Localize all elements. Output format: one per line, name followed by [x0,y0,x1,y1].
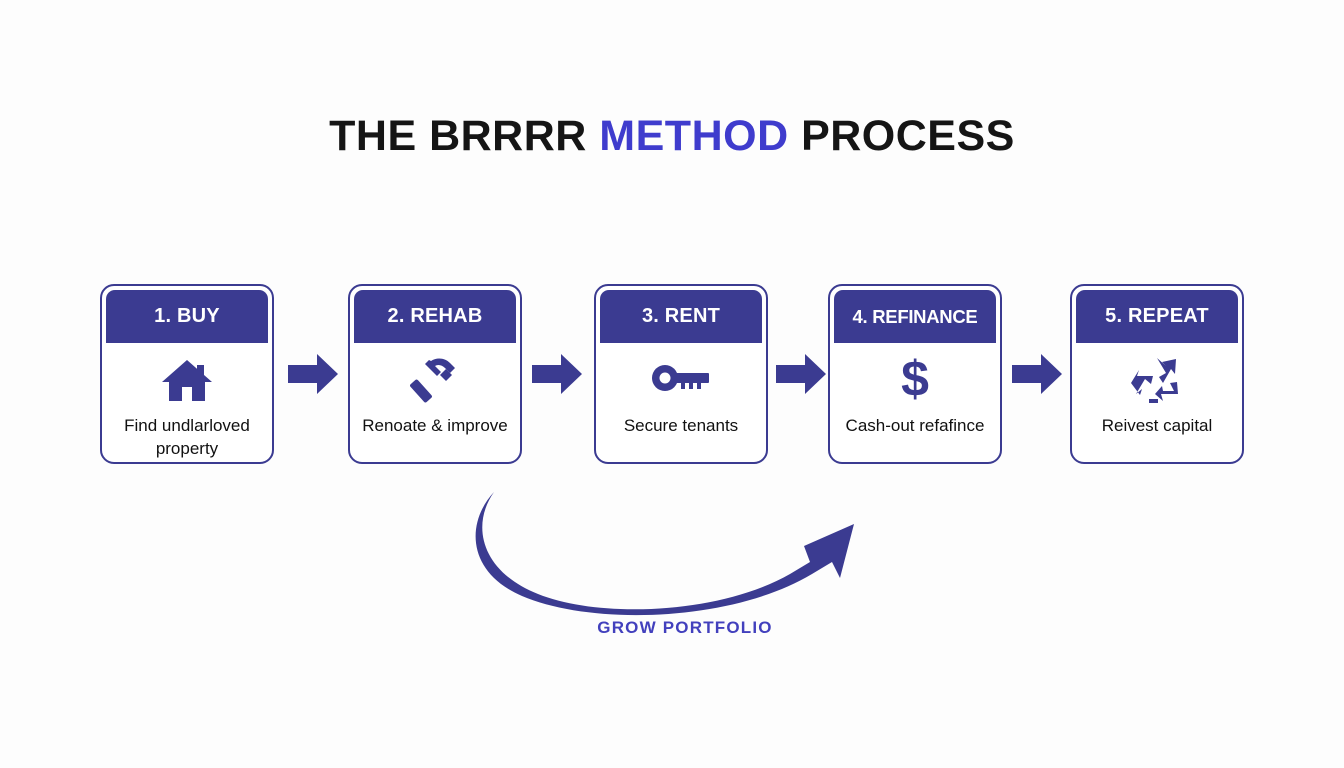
step-header-buy: 1. BUY [106,290,268,343]
arrow-right-icon [776,352,826,396]
title-accent-word: METHOD [599,112,789,160]
step-caption-rehab: Renoate & improve [362,416,508,435]
step-body-rehab: Renoate & improve [354,343,516,458]
step-header-repeat: 5. REPEAT [1076,290,1238,343]
step-body-repeat: Reivest capital [1076,343,1238,458]
key-icon [651,355,711,405]
page-title: THE BRRRR METHOD PROCESS [0,112,1344,161]
step-header-rehab: 2. REHAB [354,290,516,343]
step-caption-repeat: Reivest capital [1101,416,1213,435]
svg-text:$: $ [901,354,929,406]
dollar-sign-icon: $ [898,354,932,406]
step-body-refinance: $ Cash-out refafince [834,343,996,458]
title-prefix: THE BRRRR [329,112,600,160]
step-body-rent: Secure tenants [600,343,762,458]
step-caption-refinance: Cash-out refafince [845,416,985,435]
title-suffix: PROCESS [788,112,1015,160]
curved-loop-arrow-icon [460,474,910,634]
step-card-rent[interactable]: 3. RENT Secure tenants [594,284,768,464]
arrow-right-icon [532,352,582,396]
house-icon [161,355,213,405]
loop-arrow-label: GROW PORTFOLIO [597,618,773,637]
arrow-right-icon [288,352,338,396]
step-header-rent: 3. RENT [600,290,762,343]
step-header-refinance: 4. REFINANCE [834,290,996,343]
step-card-repeat[interactable]: 5. REPEAT Reivest capital [1070,284,1244,464]
step-caption-rent: Secure tenants [623,416,739,435]
step-caption-buy: Find undlarloved property [124,416,250,458]
step-card-rehab[interactable]: 2. REHAB Renoate & improve [348,284,522,464]
step-card-refinance[interactable]: 4. REFINANCE $ Cash-out refafince [828,284,1002,464]
arrow-right-icon [1012,352,1062,396]
hammer-icon [410,355,460,405]
recycle-icon [1131,355,1183,405]
step-body-buy: Find undlarloved property [106,343,268,460]
step-card-buy[interactable]: 1. BUY Find undlarloved property [100,284,274,464]
